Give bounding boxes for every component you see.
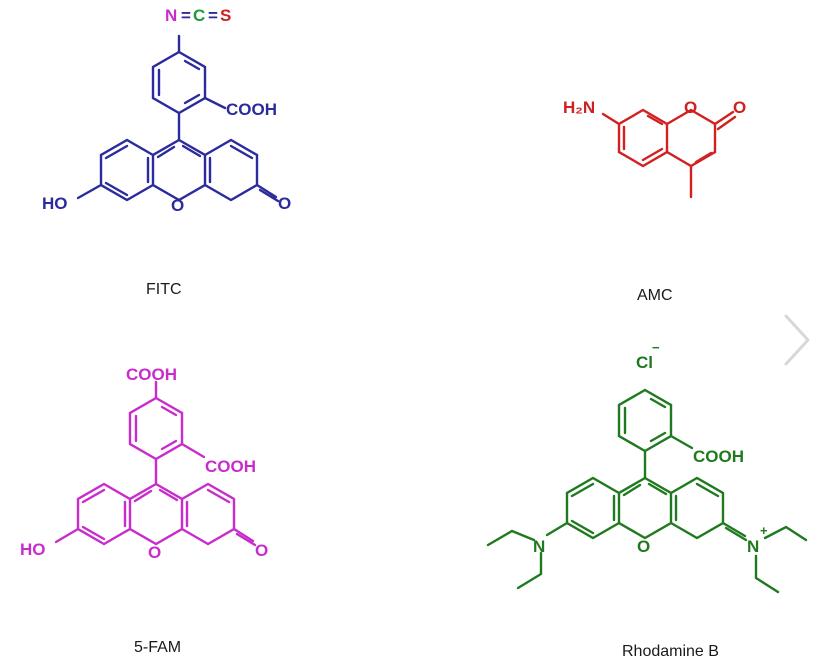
fitc-eq2-label: = — [208, 6, 218, 25]
amc-ring-o-label: O — [684, 98, 697, 117]
rhodamine-cl-charge-label: − — [652, 340, 660, 355]
fitc-structure: N = C = S COOH HO O O — [42, 6, 291, 215]
fitc-bonds — [76, 34, 280, 203]
fam-cooh-side-label: COOH — [205, 457, 256, 476]
fitc-c-label: C — [193, 6, 205, 25]
rhodamine-n-left-label: N — [533, 537, 545, 556]
rhodamine-cooh-label: COOH — [693, 447, 744, 466]
rhodamine-bonds — [486, 388, 808, 594]
rhodamine-cl-label: Cl — [636, 353, 653, 372]
fitc-ring-o-label: O — [171, 196, 184, 215]
fitc-eq1-label: = — [181, 6, 191, 25]
amc-structure: H₂N O O — [563, 98, 746, 199]
fam-bonds — [54, 380, 257, 547]
fitc-caption: FITC — [146, 281, 182, 298]
rhodamine-n-right-label: N — [747, 537, 759, 556]
fam-cooh-top-label: COOH — [126, 365, 177, 384]
fam-ho-label: HO — [20, 540, 46, 559]
fam-caption: 5-FAM — [134, 639, 182, 656]
fitc-n-label: N — [165, 6, 177, 25]
fitc-ho-label: HO — [42, 194, 68, 213]
rhodamine-caption: Rhodamine B — [622, 643, 719, 660]
fitc-cooh-label: COOH — [226, 100, 277, 119]
amc-h2n-label: H₂N — [563, 98, 595, 117]
fitc-s-label: S — [220, 6, 231, 25]
amc-bonds — [601, 108, 737, 199]
amc-caption: AMC — [637, 287, 673, 304]
chevron-right-icon — [784, 314, 810, 366]
fam-ring-o-label: O — [148, 543, 161, 562]
rhodamine-n-charge-label: + — [760, 523, 768, 538]
rhodamine-ring-o-label: O — [637, 537, 650, 556]
fam-structure: COOH COOH HO O O — [20, 365, 268, 562]
next-slide-button[interactable] — [780, 310, 816, 370]
fitc-keto-o-label: O — [278, 194, 291, 213]
fam-keto-o-label: O — [255, 541, 268, 560]
rhodamine-structure: Cl − COOH N N + O — [486, 340, 808, 594]
amc-keto-o-label: O — [733, 98, 746, 117]
